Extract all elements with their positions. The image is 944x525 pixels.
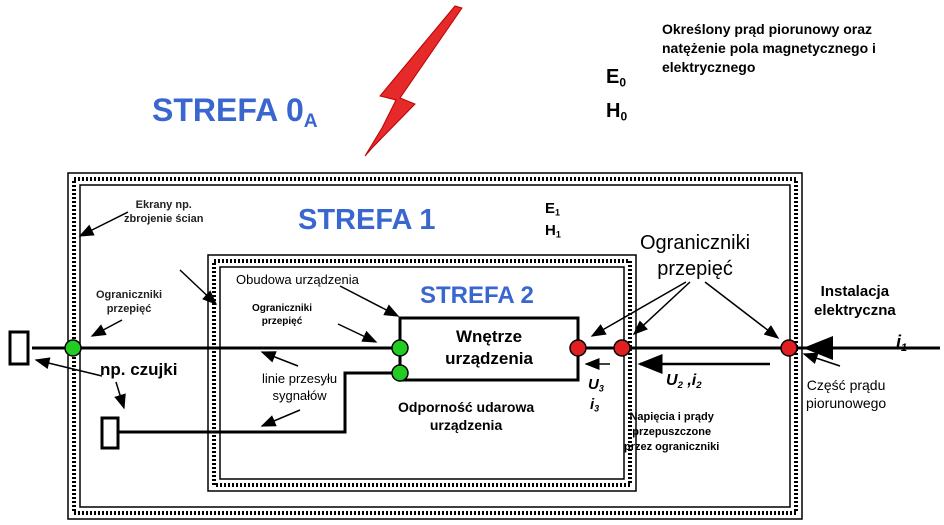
- sensor-box: [100, 416, 120, 450]
- i3-label: i3: [590, 396, 600, 414]
- surge-inner-label: Ograniczniki przepięć: [252, 303, 313, 327]
- zone1-title: STREFA 1: [298, 204, 436, 236]
- sensors-label: np. czujki: [100, 360, 178, 379]
- h0-label: H0: [606, 100, 628, 124]
- surge-protector-device-signal: [391, 364, 409, 382]
- immunity-label: Odporność udarowa urządzenia: [398, 399, 535, 433]
- signal-lines-label: linie przesyłu sygnałów: [262, 371, 338, 403]
- surge-protector-zone2: [613, 339, 631, 357]
- i1-label: i1: [896, 332, 908, 355]
- screens-label: Ekrany np. zbrojenie ścian: [124, 199, 204, 225]
- annotation-arrows: [34, 211, 940, 427]
- surge-right-label: Ograniczniki przepięć: [640, 232, 751, 280]
- device-interior-label: Wnętrze urządzenia: [445, 327, 533, 368]
- e0-label: E0: [606, 66, 627, 90]
- part-current-label: Część prądu piorunowego: [806, 377, 887, 411]
- description-line1: Określony prąd piorunowy oraz: [662, 21, 873, 37]
- e1-label: E1: [545, 200, 561, 218]
- housing-label: Obudowa urządzenia: [236, 272, 359, 287]
- u3-label: U3: [588, 376, 604, 394]
- h1-label: H1: [545, 222, 561, 240]
- zone2-title: STREFA 2: [420, 282, 534, 309]
- surge-protector-device-power: [391, 339, 409, 357]
- surge-protector-left: [64, 339, 82, 357]
- description-line2: natężenie pola magnetycznego i: [662, 40, 876, 56]
- u2-i2-label: U2 ,i2: [666, 372, 702, 391]
- terminal-left: [8, 330, 30, 366]
- lightning-bolt-icon: [364, 5, 463, 157]
- surge-left-label: Ograniczniki przepięć: [96, 289, 163, 315]
- installation-label: Instalacja elektryczna: [814, 283, 896, 319]
- zone2-boundary: [207, 254, 637, 492]
- description-line3: elektrycznego: [662, 59, 756, 75]
- surge-protector-zone1: [780, 339, 798, 357]
- description-text: Określony prąd piorunowy oraz natężenie …: [662, 20, 876, 77]
- zone0-title: STREFA 0A: [152, 92, 318, 132]
- surge-protector-device-right: [569, 339, 587, 357]
- passed-label: Napięcia i prądy przepuszczone przez ogr…: [624, 411, 720, 453]
